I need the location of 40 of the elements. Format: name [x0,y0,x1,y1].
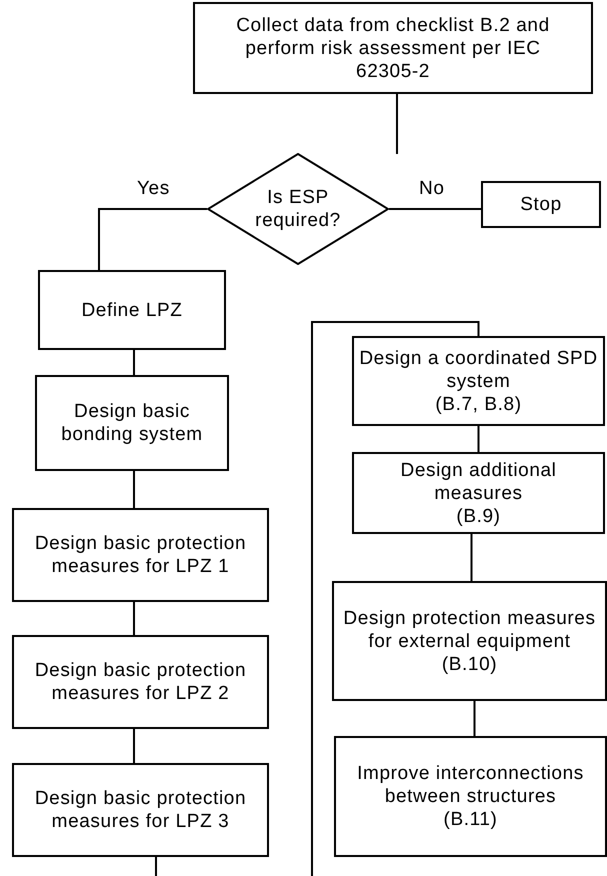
step-text: Design additional measures [400,458,558,504]
step-text: Design basic bonding system [60,400,204,446]
step-text: Collect data from checklist B.2 and perform risk assessment per IEC 62305-2 [235,14,551,82]
connector-line [470,534,472,581]
process-box [193,2,593,94]
process-box [334,736,607,857]
process-box [12,763,269,857]
step-text: (B.11) [444,808,498,831]
process-box [332,581,607,701]
connector-line [396,94,398,154]
step-text: Design protection measures for external equipment [342,606,597,652]
step-text: Improve interconnections between structures [356,762,585,808]
process-box [38,270,226,350]
process-box [352,452,605,534]
process-box [352,336,605,426]
connector-line [311,321,480,876]
connector-line [133,350,135,375]
step-text: (B.9) [456,504,501,528]
process-box [12,635,269,729]
decision-diamond [207,153,389,265]
connector-line [133,729,135,763]
connector-line [389,208,481,210]
step-text: Design basic protection measures for LPZ 1 [34,532,248,578]
connector-line [478,426,480,452]
connector-line [133,602,135,635]
process-box [12,508,269,602]
step-text: Design a coordinated SPD system [358,346,599,392]
step-text: Define LPZ [81,298,183,322]
process-box [35,375,229,471]
step-text: Is ESP required? [254,186,342,232]
step-text: Stop [520,193,562,216]
step-text: (B.7, B.8) [435,392,522,416]
connector-line [133,471,135,508]
connector-line [98,208,207,270]
step-text: Design basic protection measures for LPZ 2 [34,659,248,705]
connector-line [474,701,476,736]
step-text: Design basic protection measures for LPZ 3 [34,787,248,833]
step-text: (B.10) [442,652,498,676]
process-box [481,181,601,228]
connector-line [155,857,157,876]
